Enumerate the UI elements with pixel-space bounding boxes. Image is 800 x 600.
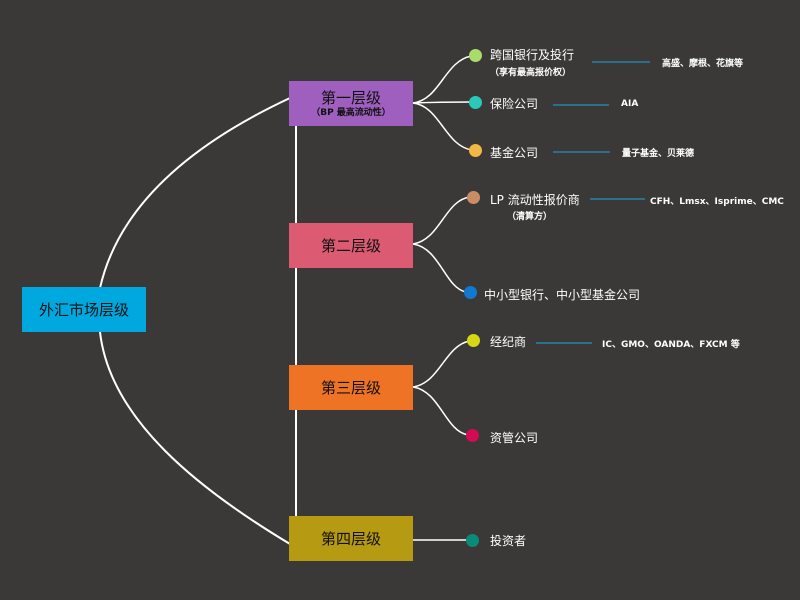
leaf-label[interactable]: LP 流动性报价商 (490, 193, 580, 207)
leaf-dot (466, 429, 479, 442)
leaf-dot (467, 334, 480, 347)
leaf-dot (469, 96, 482, 109)
leaf-note: IC、GMO、OANDA、FXCM 等 (602, 340, 740, 350)
leaf-sublabel: （清算方） (507, 212, 553, 222)
leaf-sublabel: （享有最高报价权） (490, 68, 572, 78)
root-node[interactable]: 外汇市场层级 (22, 287, 146, 332)
leaf-label[interactable]: 中小型银行、中小型基金公司 (484, 288, 641, 302)
tier-4-title: 第四层级 (320, 529, 381, 548)
leaf-dot (469, 144, 482, 157)
leaf-label[interactable]: 跨国银行及投行 (490, 48, 575, 62)
leaf-label[interactable]: 保险公司 (490, 97, 539, 111)
leaf-dot (464, 286, 477, 299)
tier-2-title: 第二层级 (320, 236, 381, 255)
leaf-dot (467, 191, 480, 204)
leaf-note: AIA (621, 99, 639, 109)
tier-2-node[interactable]: 第二层级 (289, 223, 413, 268)
tier-3-title: 第三层级 (320, 378, 381, 397)
leaf-note: CFH、Lmsx、Isprime、CMC (650, 197, 784, 207)
tier-3-node[interactable]: 第三层级 (289, 365, 413, 410)
leaf-dot (466, 534, 479, 547)
leaf-dot (469, 49, 482, 62)
root-node-label: 外汇市场层级 (38, 300, 129, 319)
leaf-label[interactable]: 基金公司 (490, 146, 539, 160)
leaf-label[interactable]: 资管公司 (490, 431, 539, 445)
leaf-label[interactable]: 投资者 (490, 534, 527, 548)
leaf-note: 高盛、摩根、花旗等 (662, 59, 744, 69)
tier-4-node[interactable]: 第四层级 (289, 516, 413, 561)
leaf-label[interactable]: 经纪商 (490, 335, 527, 349)
tier-1-subtitle: （BP 最高流动性） (311, 107, 391, 118)
leaf-note: 量子基金、贝莱德 (622, 149, 695, 159)
tier-1-title: 第一层级 (320, 88, 381, 107)
tier-1-node[interactable]: 第一层级 （BP 最高流动性） (289, 81, 413, 126)
